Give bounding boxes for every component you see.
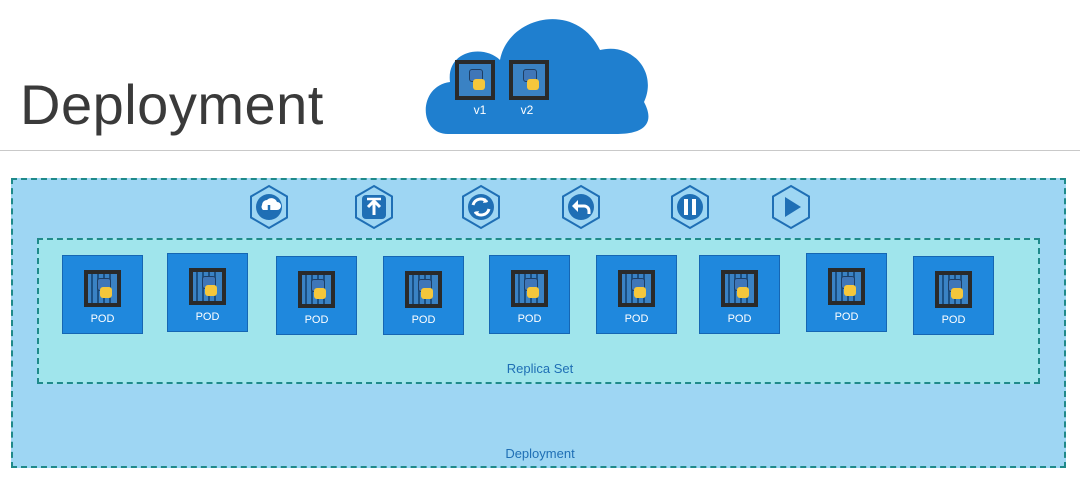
pod-5: POD	[489, 255, 570, 334]
pod-label: POD	[90, 313, 115, 325]
divider	[0, 150, 1080, 151]
pod-7: POD	[699, 255, 780, 334]
pause-icon[interactable]	[666, 183, 714, 231]
download-icon[interactable]	[245, 183, 293, 231]
python-container-icon	[935, 271, 972, 308]
pod-2: POD	[167, 253, 248, 332]
pod-label: POD	[727, 313, 752, 325]
deployment-label: Deployment	[505, 446, 575, 461]
refresh-icon[interactable]	[457, 183, 505, 231]
python-container-icon	[721, 270, 758, 307]
python-container-icon	[511, 270, 548, 307]
pod-label: POD	[517, 313, 542, 325]
pod-label: POD	[195, 311, 220, 323]
pod-label: POD	[834, 311, 859, 323]
python-container-icon	[828, 268, 865, 305]
version-label-v1: v1	[473, 103, 487, 117]
cloud-image-v2: v2	[509, 60, 549, 120]
pod-9: POD	[913, 256, 994, 335]
pod-label: POD	[304, 314, 329, 326]
pod-label: POD	[411, 314, 436, 326]
python-container-icon	[618, 270, 655, 307]
python-container-icon	[189, 268, 226, 305]
page-title: Deployment	[20, 73, 324, 136]
pod-6: POD	[596, 255, 677, 334]
undo-icon[interactable]	[557, 183, 605, 231]
version-label-v2: v2	[520, 103, 534, 117]
python-container-icon	[405, 271, 442, 308]
pod-8: POD	[806, 253, 887, 332]
replica-set-label: Replica Set	[506, 361, 574, 376]
cloud-image-v1: v1	[455, 60, 495, 120]
upload-icon[interactable]	[350, 183, 398, 231]
pod-1: POD	[62, 255, 143, 334]
pod-4: POD	[383, 256, 464, 335]
play-icon[interactable]	[767, 183, 815, 231]
pod-label: POD	[624, 313, 649, 325]
python-container-icon	[84, 270, 121, 307]
pod-3: POD	[276, 256, 357, 335]
pod-label: POD	[941, 314, 966, 326]
python-container-icon	[298, 271, 335, 308]
